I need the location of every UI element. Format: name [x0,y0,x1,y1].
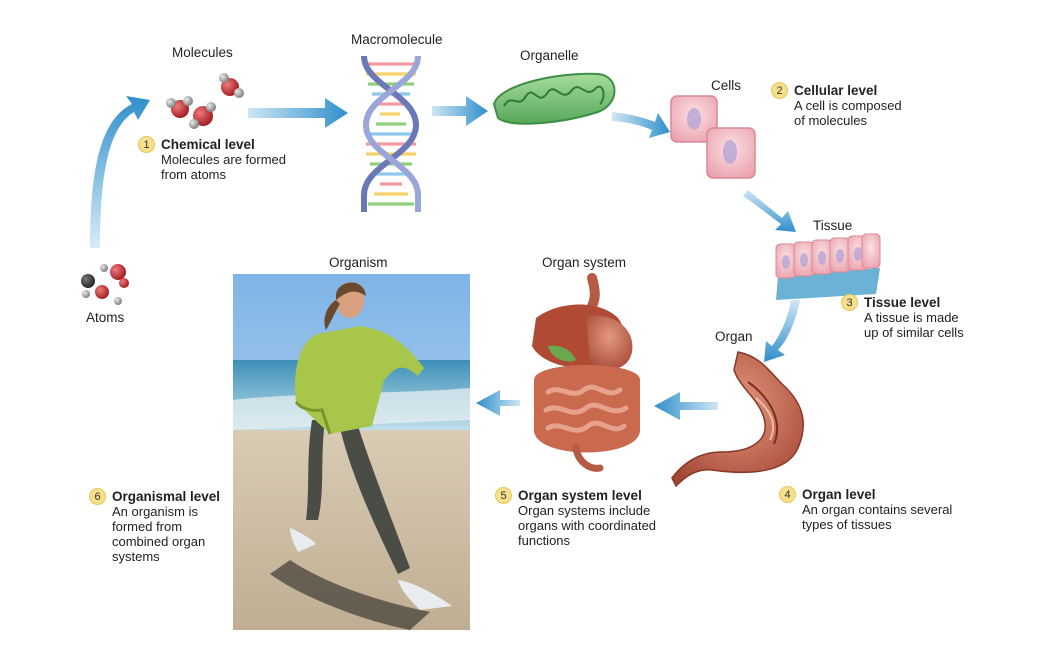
digestive-system-illustration [532,273,640,472]
level-title: Organismal level [112,489,221,504]
level-title: Tissue level [864,295,941,310]
label-tissue: Tissue [813,218,853,233]
level-number-badge: 5 [495,487,512,504]
level-title: Organ system level [518,488,642,503]
level-desc-line: from atoms [161,167,227,182]
level-organ-system: 5 Organ system level Organ systems inclu… [495,487,657,548]
flow-arrows [90,96,800,420]
level-number-badge: 6 [89,488,106,505]
level-chemical: 1 Chemical level Molecules are formed fr… [138,136,286,182]
level-number-badge: 1 [138,136,155,153]
label-organism: Organism [329,255,388,270]
level-title: Cellular level [794,83,878,98]
label-organ-system: Organ system [542,255,627,270]
level-desc-line: functions [518,533,571,548]
tissue-illustration [775,233,881,300]
level-tissue: 3 Tissue level A tissue is made up of si… [841,294,964,340]
level-desc-line: combined organ [112,534,206,549]
label-molecules: Molecules [172,45,233,60]
molecules-illustration [166,73,244,129]
arrow-cells-to-tissue [743,190,796,232]
label-organ: Organ [715,329,753,344]
level-desc-line: formed from [112,519,183,534]
level-desc-line: An organism is [112,504,198,519]
level-desc-line: A tissue is made [864,310,959,325]
arrow-atoms-to-molecules [90,96,150,248]
level-desc-line: of molecules [794,113,867,128]
atoms-illustration [81,264,129,305]
level-desc-line: systems [112,549,160,564]
stomach-illustration [671,351,804,488]
level-desc-line: Molecules are formed [161,152,286,167]
level-desc-line: A cell is composed [794,98,902,113]
level-number-badge: 4 [779,486,796,503]
arrow-organelle-to-cells [612,112,670,138]
label-atoms: Atoms [86,310,125,325]
organism-photo [233,274,470,630]
mitochondrion-illustration [492,72,616,125]
label-cells: Cells [711,78,742,93]
level-organismal: 6 Organismal level An organism is formed… [89,488,221,564]
arrow-molecules-to-macromolecule [248,98,348,128]
dna-double-helix [361,55,421,212]
level-desc-line: types of tissues [802,517,892,532]
arrow-tissue-to-organ [764,300,800,362]
arrow-macromolecule-to-organelle [432,96,488,126]
level-desc-line: organs with coordinated [518,518,657,533]
arrow-system-to-organism [476,390,520,416]
level-number-badge: 2 [771,82,788,99]
level-cellular: 2 Cellular level A cell is composed of m… [771,82,902,128]
arrow-organ-to-system [654,392,718,420]
level-desc-line: Organ systems include [518,503,651,518]
label-organelle: Organelle [520,48,579,63]
level-desc-line: up of similar cells [864,325,964,340]
level-title: Chemical level [161,137,255,152]
level-number-badge: 3 [841,294,858,311]
level-organ: 4 Organ level An organ contains several … [779,486,953,532]
label-macromolecule: Macromolecule [351,32,443,47]
level-title: Organ level [802,487,876,502]
cells-illustration [670,95,756,179]
level-desc-line: An organ contains several [802,502,953,517]
